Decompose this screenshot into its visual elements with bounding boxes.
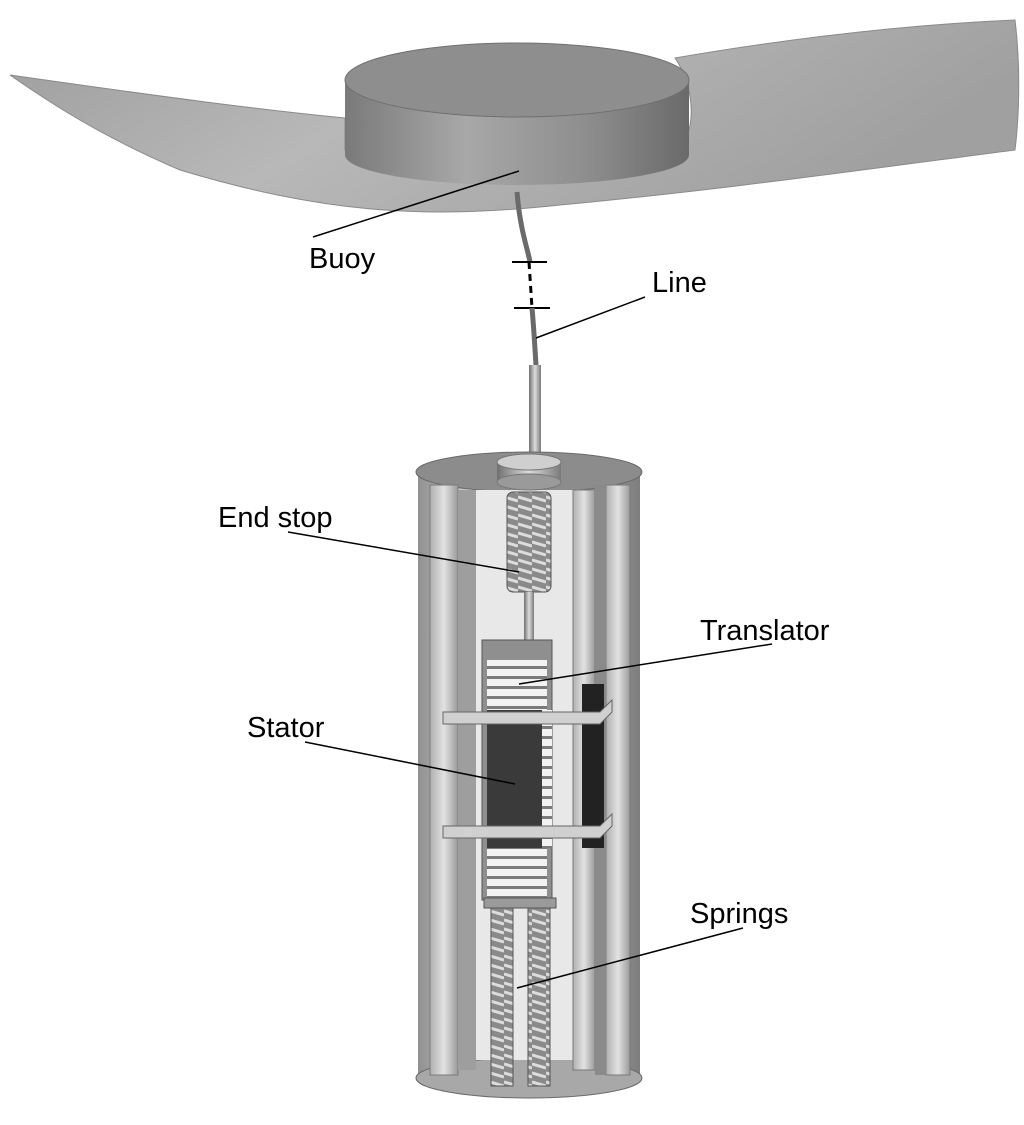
top-collar — [496, 453, 562, 491]
leader-springs — [516, 927, 744, 989]
leader-line — [535, 296, 646, 339]
stator-block-rear — [582, 684, 604, 848]
leader-end-stop — [287, 531, 520, 573]
translator-magnets-bottom — [487, 848, 547, 898]
support-post — [458, 490, 476, 1070]
leader-stator — [304, 741, 516, 785]
clamp-band-lower — [442, 812, 613, 839]
label-translator: Translator — [700, 615, 830, 647]
springs — [483, 897, 557, 1087]
piston-rod — [529, 365, 541, 455]
buoy-top — [345, 43, 689, 117]
translator-magnets-top — [487, 660, 547, 710]
support-post — [429, 484, 459, 1076]
label-stator: Stator — [247, 712, 325, 744]
label-line: Line — [652, 267, 707, 299]
label-springs: Springs — [690, 898, 788, 930]
support-post — [605, 484, 631, 1076]
spring-right — [527, 907, 551, 1087]
buoy — [344, 42, 690, 185]
spring-left — [490, 907, 514, 1087]
clamp-band-upper — [442, 698, 613, 725]
stator — [442, 684, 613, 848]
end-stop-spring — [506, 491, 552, 642]
leader-lines — [287, 170, 773, 989]
stator-block — [487, 710, 542, 848]
leader-translator — [518, 643, 773, 685]
label-buoy: Buoy — [309, 243, 376, 275]
label-end-stop: End stop — [218, 502, 332, 534]
leader-buoy — [312, 170, 520, 238]
line-cable — [512, 191, 550, 455]
